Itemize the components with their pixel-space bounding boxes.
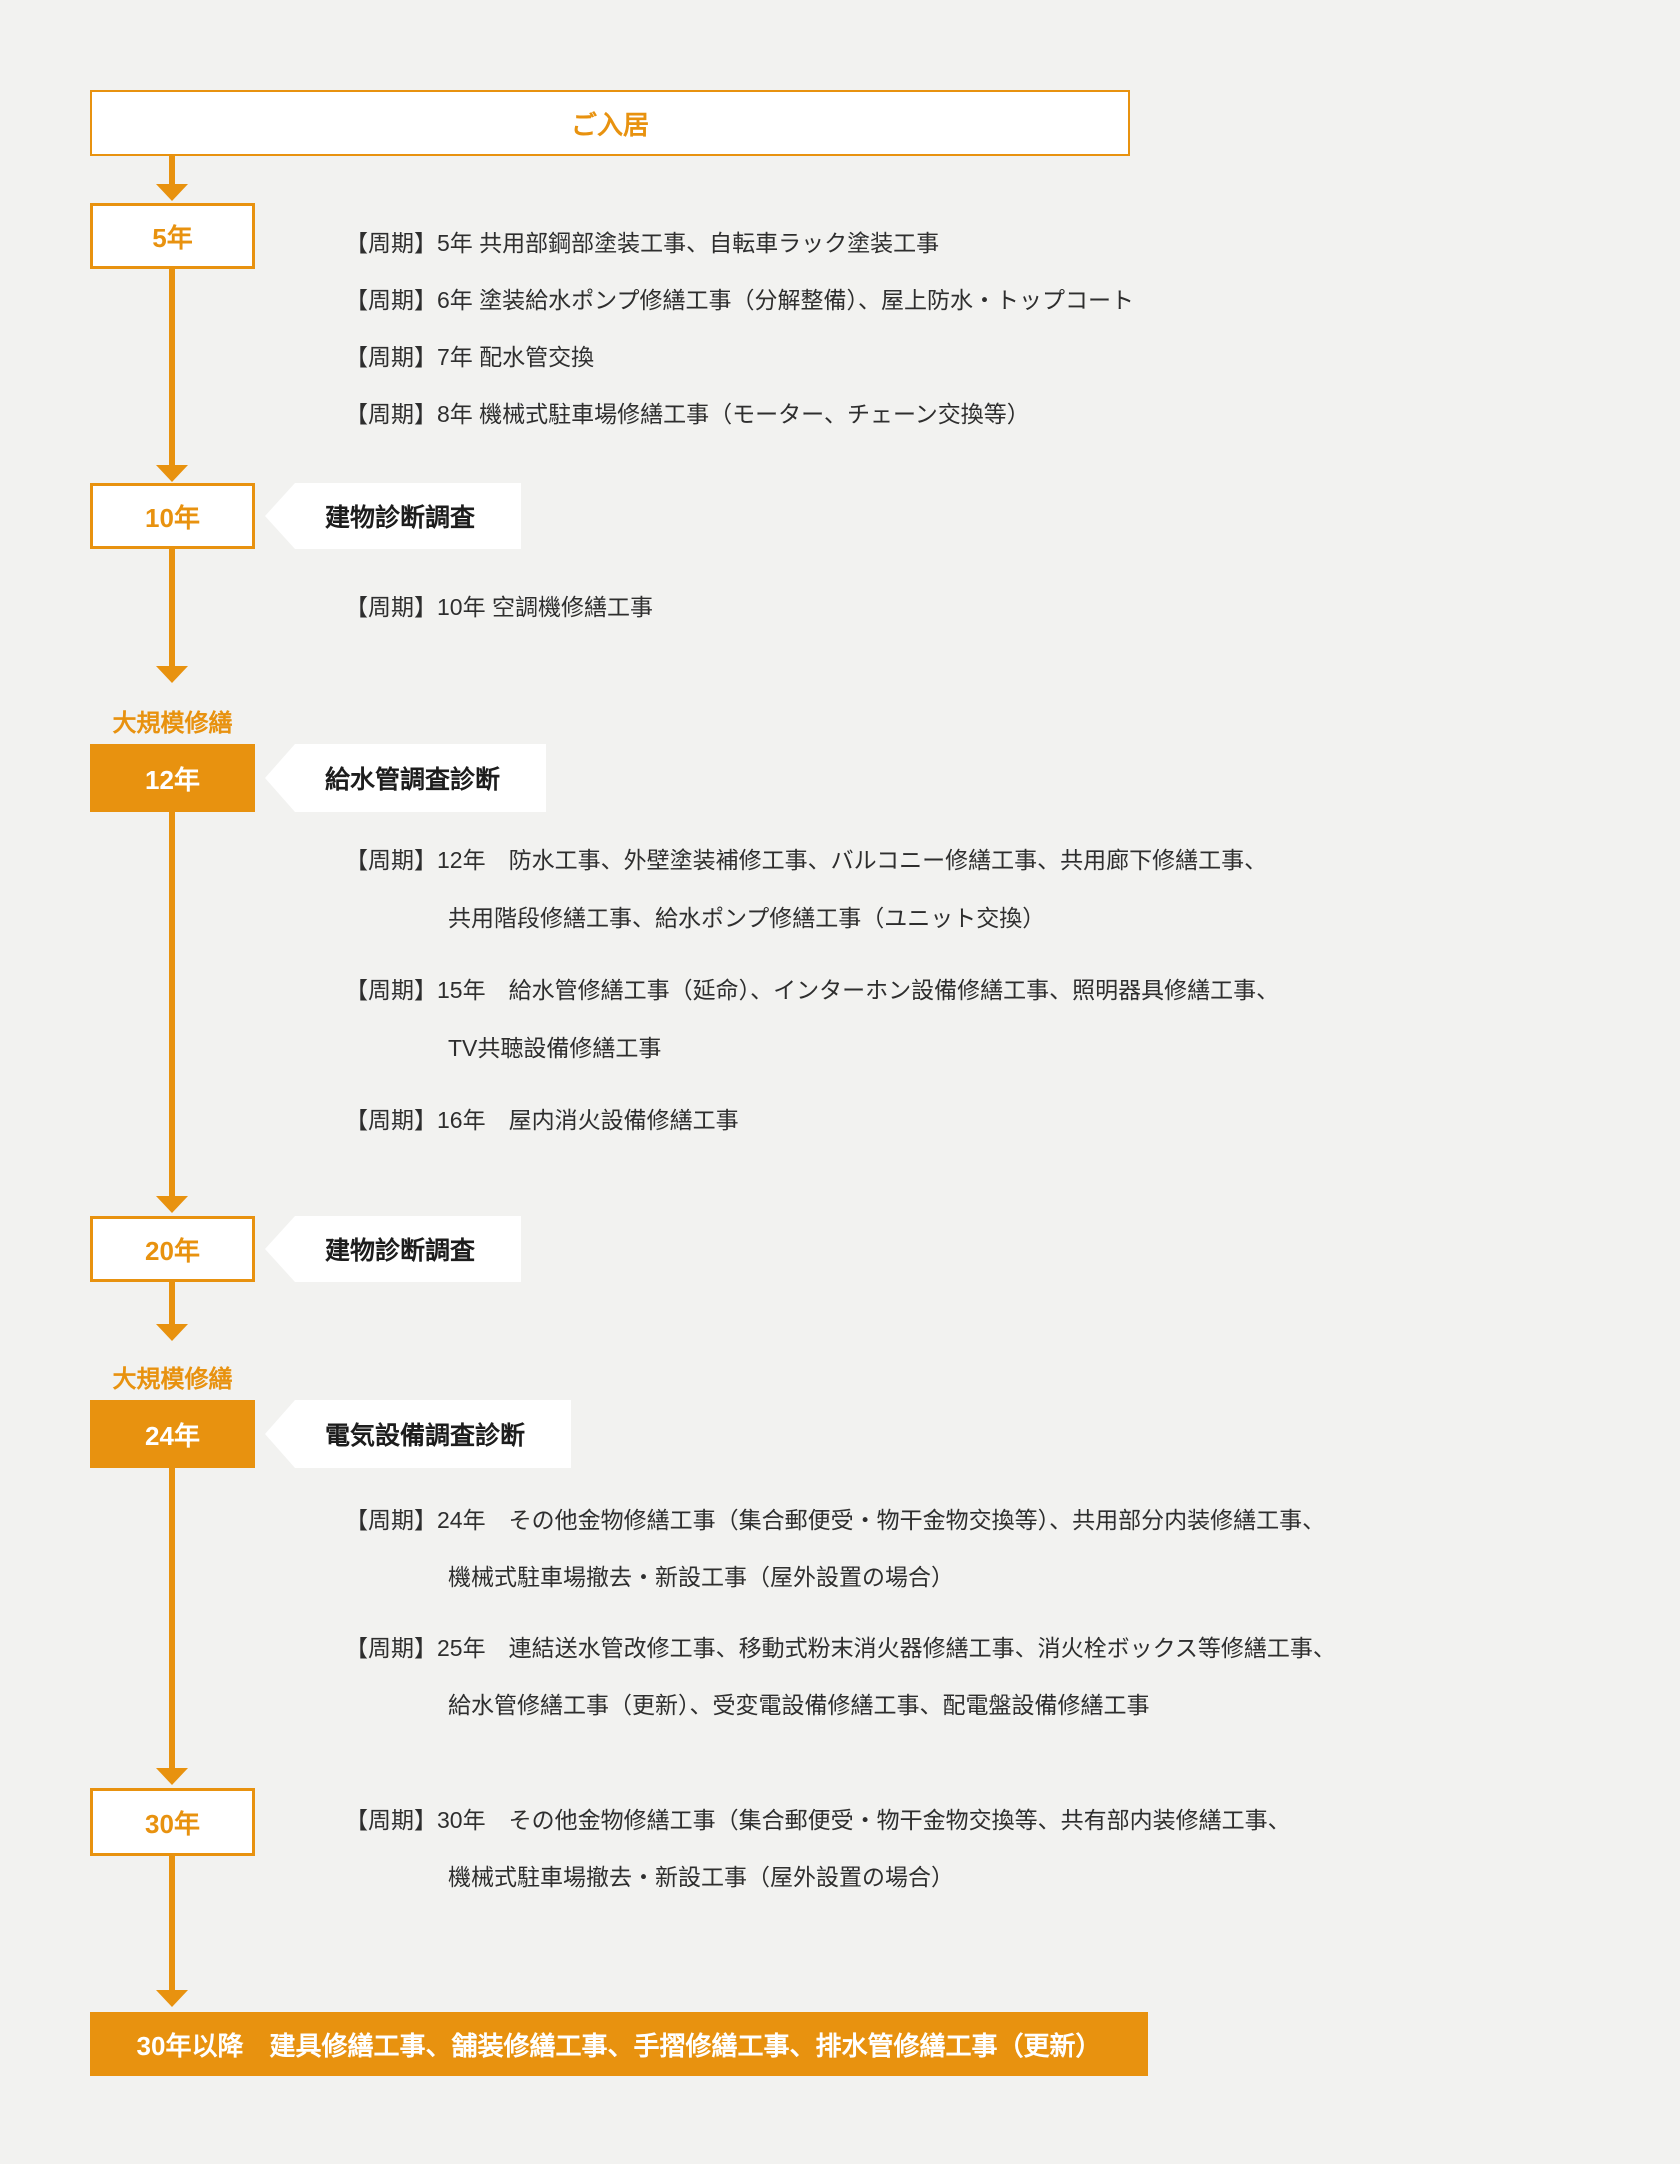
- timeline-node-24y: 24年: [90, 1400, 255, 1468]
- arrow-down-icon: [156, 1768, 188, 1785]
- timeline-node-10y: 10年: [90, 483, 255, 549]
- cycle-item-12y-line2: 共用階段修繕工事、給水ポンプ修繕工事（ユニット交換）: [448, 905, 1046, 931]
- timeline-arrow-line: [169, 1282, 175, 1324]
- callout-water-pipe-survey-12y: 給水管調査診断: [265, 744, 547, 812]
- arrow-down-icon: [156, 1196, 188, 1213]
- node-label-12y: 12年: [145, 764, 200, 795]
- arrow-down-icon: [156, 184, 188, 201]
- cycle-item-15y-line2: TV共聴設備修繕工事: [448, 1035, 662, 1061]
- timeline-arrow-line: [169, 1468, 175, 1768]
- node-label-30y: 30年: [145, 1808, 200, 1839]
- timeline-node-20y: 20年: [90, 1216, 255, 1282]
- callout-label: 建物診断調査: [325, 1237, 476, 1265]
- arrow-down-icon: [156, 465, 188, 482]
- arrow-down-icon: [156, 1990, 188, 2007]
- timeline-node-12y: 12年: [90, 744, 255, 812]
- callout-building-diagnosis-10y: 建物診断調査: [265, 483, 522, 549]
- cycle-item-25y-line2: 給水管修繕工事（更新）、受変電設備修繕工事、配電盤設備修繕工事: [448, 1692, 1150, 1718]
- start-node-label: ご入居: [570, 109, 649, 140]
- after-30-years-bar: 30年以降 建具修繕工事、舗装修繕工事、手摺修繕工事、排水管修繕工事（更新）: [90, 2012, 1148, 2076]
- cycle-item-16y: 【周期】16年 屋内消火設備修繕工事: [345, 1107, 739, 1133]
- major-repair-tag-12y: 大規模修繕: [112, 710, 233, 737]
- start-node-move-in: ご入居: [90, 90, 1130, 156]
- cycle-item-30y-line1: 【周期】30年 その他金物修繕工事（集合郵便受・物干金物交換等、共有部内装修繕工…: [345, 1807, 1291, 1833]
- major-repair-tag-24y: 大規模修繕: [112, 1366, 233, 1393]
- node-label-24y: 24年: [145, 1420, 200, 1451]
- timeline-arrow-line: [169, 549, 175, 666]
- timeline-arrow-line: [169, 156, 175, 184]
- cycle-item-30y-line2: 機械式駐車場撤去・新設工事（屋外設置の場合）: [448, 1864, 954, 1890]
- node-label-20y: 20年: [145, 1235, 200, 1266]
- callout-electrical-survey-24y: 電気設備調査診断: [265, 1400, 572, 1468]
- cycle-item-5y: 【周期】5年 共用部鋼部塗装工事、自転車ラック塗装工事: [345, 230, 940, 256]
- cycle-item-24y-line2: 機械式駐車場撤去・新設工事（屋外設置の場合）: [448, 1564, 954, 1590]
- arrow-down-icon: [156, 1324, 188, 1341]
- arrow-down-icon: [156, 666, 188, 683]
- callout-label: 給水管調査診断: [325, 766, 501, 794]
- cycle-item-25y-line1: 【周期】25年 連結送水管改修工事、移動式粉末消火器修繕工事、消火栓ボックス等修…: [345, 1635, 1336, 1661]
- timeline-arrow-line: [169, 812, 175, 1196]
- timeline-arrow-line: [169, 1856, 175, 1990]
- cycle-item-12y-line1: 【周期】12年 防水工事、外壁塗装補修工事、バルコニー修繕工事、共用廊下修繕工事…: [345, 847, 1268, 873]
- callout-label: 建物診断調査: [325, 504, 476, 532]
- cycle-item-10y: 【周期】10年 空調機修繕工事: [345, 594, 653, 620]
- callout-building-diagnosis-20y: 建物診断調査: [265, 1216, 522, 1282]
- timeline-arrow-line: [169, 269, 175, 465]
- timeline-node-5y: 5年: [90, 203, 255, 269]
- cycle-item-6y: 【周期】6年 塗装給水ポンプ修繕工事（分解整備）、屋上防水・トップコート: [345, 287, 1134, 313]
- callout-label: 電気設備調査診断: [325, 1422, 526, 1450]
- cycle-item-15y-line1: 【周期】15年 給水管修繕工事（延命）、インターホン設備修繕工事、照明器具修繕工…: [345, 977, 1280, 1003]
- timeline-node-30y: 30年: [90, 1788, 255, 1856]
- cycle-item-8y: 【周期】8年 機械式駐車場修繕工事（モーター、チェーン交換等）: [345, 401, 1030, 427]
- cycle-item-7y: 【周期】7年 配水管交換: [345, 344, 595, 370]
- cycle-item-24y-line1: 【周期】24年 その他金物修繕工事（集合郵便受・物干金物交換等）、共用部分内装修…: [345, 1507, 1326, 1533]
- after-30-years-label: 30年以降 建具修繕工事、舗装修繕工事、手摺修繕工事、排水管修繕工事（更新）: [136, 2030, 1102, 2061]
- node-label-10y: 10年: [145, 502, 200, 533]
- node-label-5y: 5年: [152, 222, 193, 253]
